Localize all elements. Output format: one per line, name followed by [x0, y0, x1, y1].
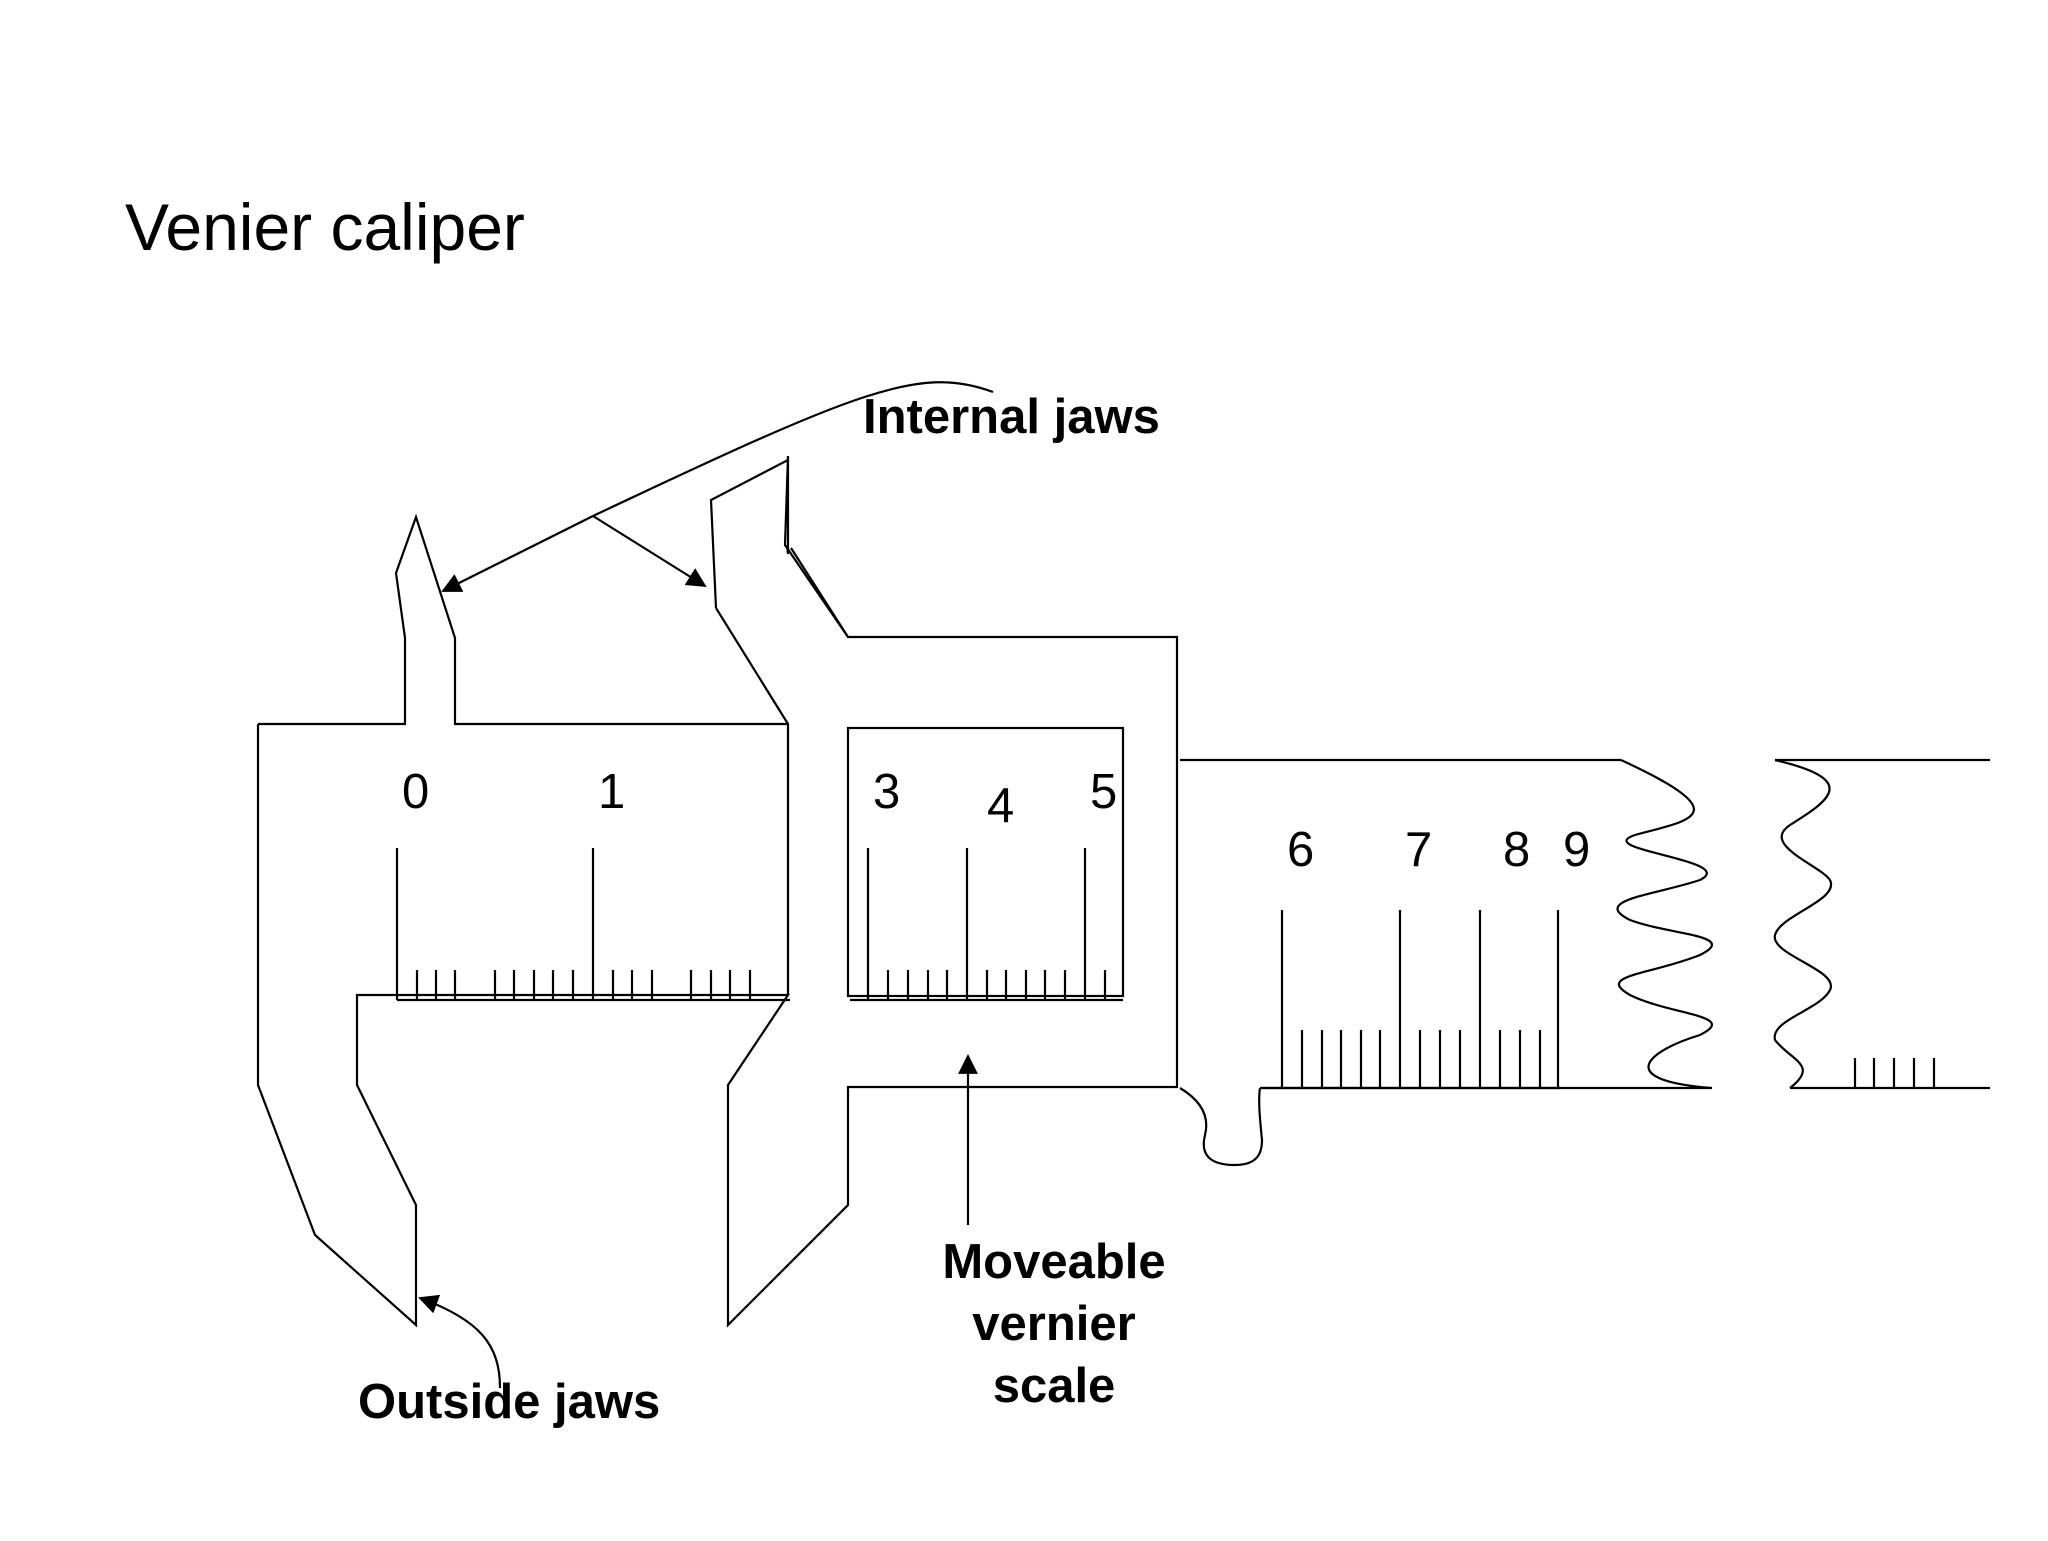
break-line-right: [1773, 758, 1833, 1089]
scale-number-0: 0: [402, 765, 429, 819]
thumb-screw: [1179, 1087, 1264, 1167]
break-line-left: [1616, 759, 1713, 1090]
scale-number-4: 4: [987, 779, 1014, 833]
internal-jaws-leader: [592, 381, 994, 517]
scale-number-9: 9: [1563, 823, 1590, 877]
scale-number-6: 6: [1287, 823, 1314, 877]
scale-ticks: [395, 848, 1936, 1088]
label-vernier-line-1: Moveable: [942, 1235, 1165, 1289]
moveable-slide: [709, 459, 849, 725]
outside-jaws-leader: [418, 1294, 502, 1389]
beam-end: [1775, 758, 1990, 1090]
label-vernier-line-3: scale: [993, 1359, 1116, 1413]
vernier-window: [846, 726, 1125, 998]
label-vernier-line-2: vernier: [972, 1297, 1135, 1351]
fixed-jaw-body: [256, 455, 1179, 1328]
scale-number-8: 8: [1503, 823, 1530, 877]
scale-number-7: 7: [1405, 823, 1432, 877]
page-title: Venier caliper: [125, 190, 525, 264]
label-internal-jaws: Internal jaws: [863, 390, 1160, 444]
scale-number-5: 5: [1090, 765, 1117, 819]
scale-number-1: 1: [598, 765, 625, 819]
scale-number-3: 3: [873, 765, 900, 819]
label-outside-jaws: Outside jaws: [358, 1375, 660, 1429]
